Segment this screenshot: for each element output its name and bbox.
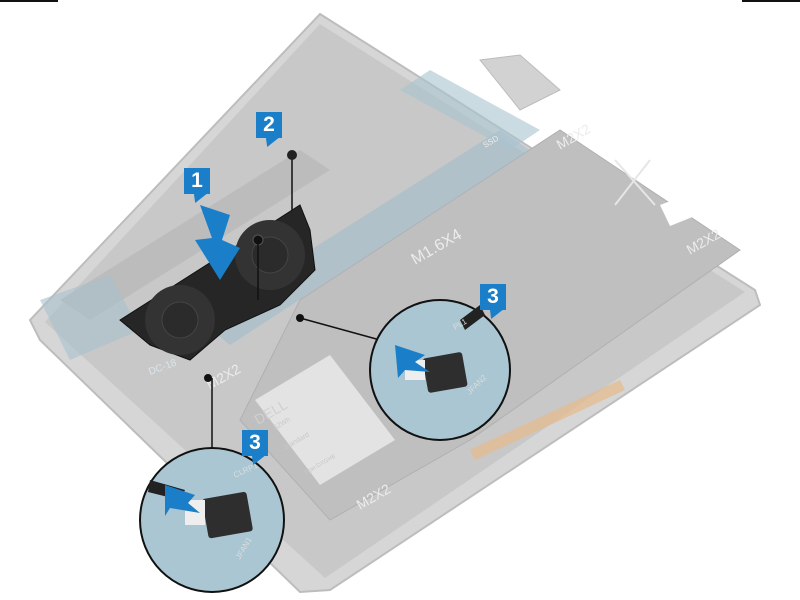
top-right-rule [742, 0, 800, 2]
screw-icon [287, 150, 297, 160]
magnifier-left: JFAN1 CLRP1 [139, 447, 285, 593]
connector-dot-right [296, 314, 304, 322]
callout-1: 1 [184, 168, 210, 194]
chassis [28, 12, 762, 594]
callout-2: 2 [256, 112, 282, 138]
leader-lines [211, 157, 381, 460]
down-arrow-icon [195, 205, 240, 280]
callout-3-left: 3 [242, 430, 268, 456]
fan-assembly [119, 204, 316, 361]
callout-3-right: 3 [480, 284, 506, 310]
connector-dot-left [204, 374, 212, 382]
top-left-rule [0, 0, 58, 2]
magnifier-right: JFAN2 PL1 [369, 299, 511, 441]
